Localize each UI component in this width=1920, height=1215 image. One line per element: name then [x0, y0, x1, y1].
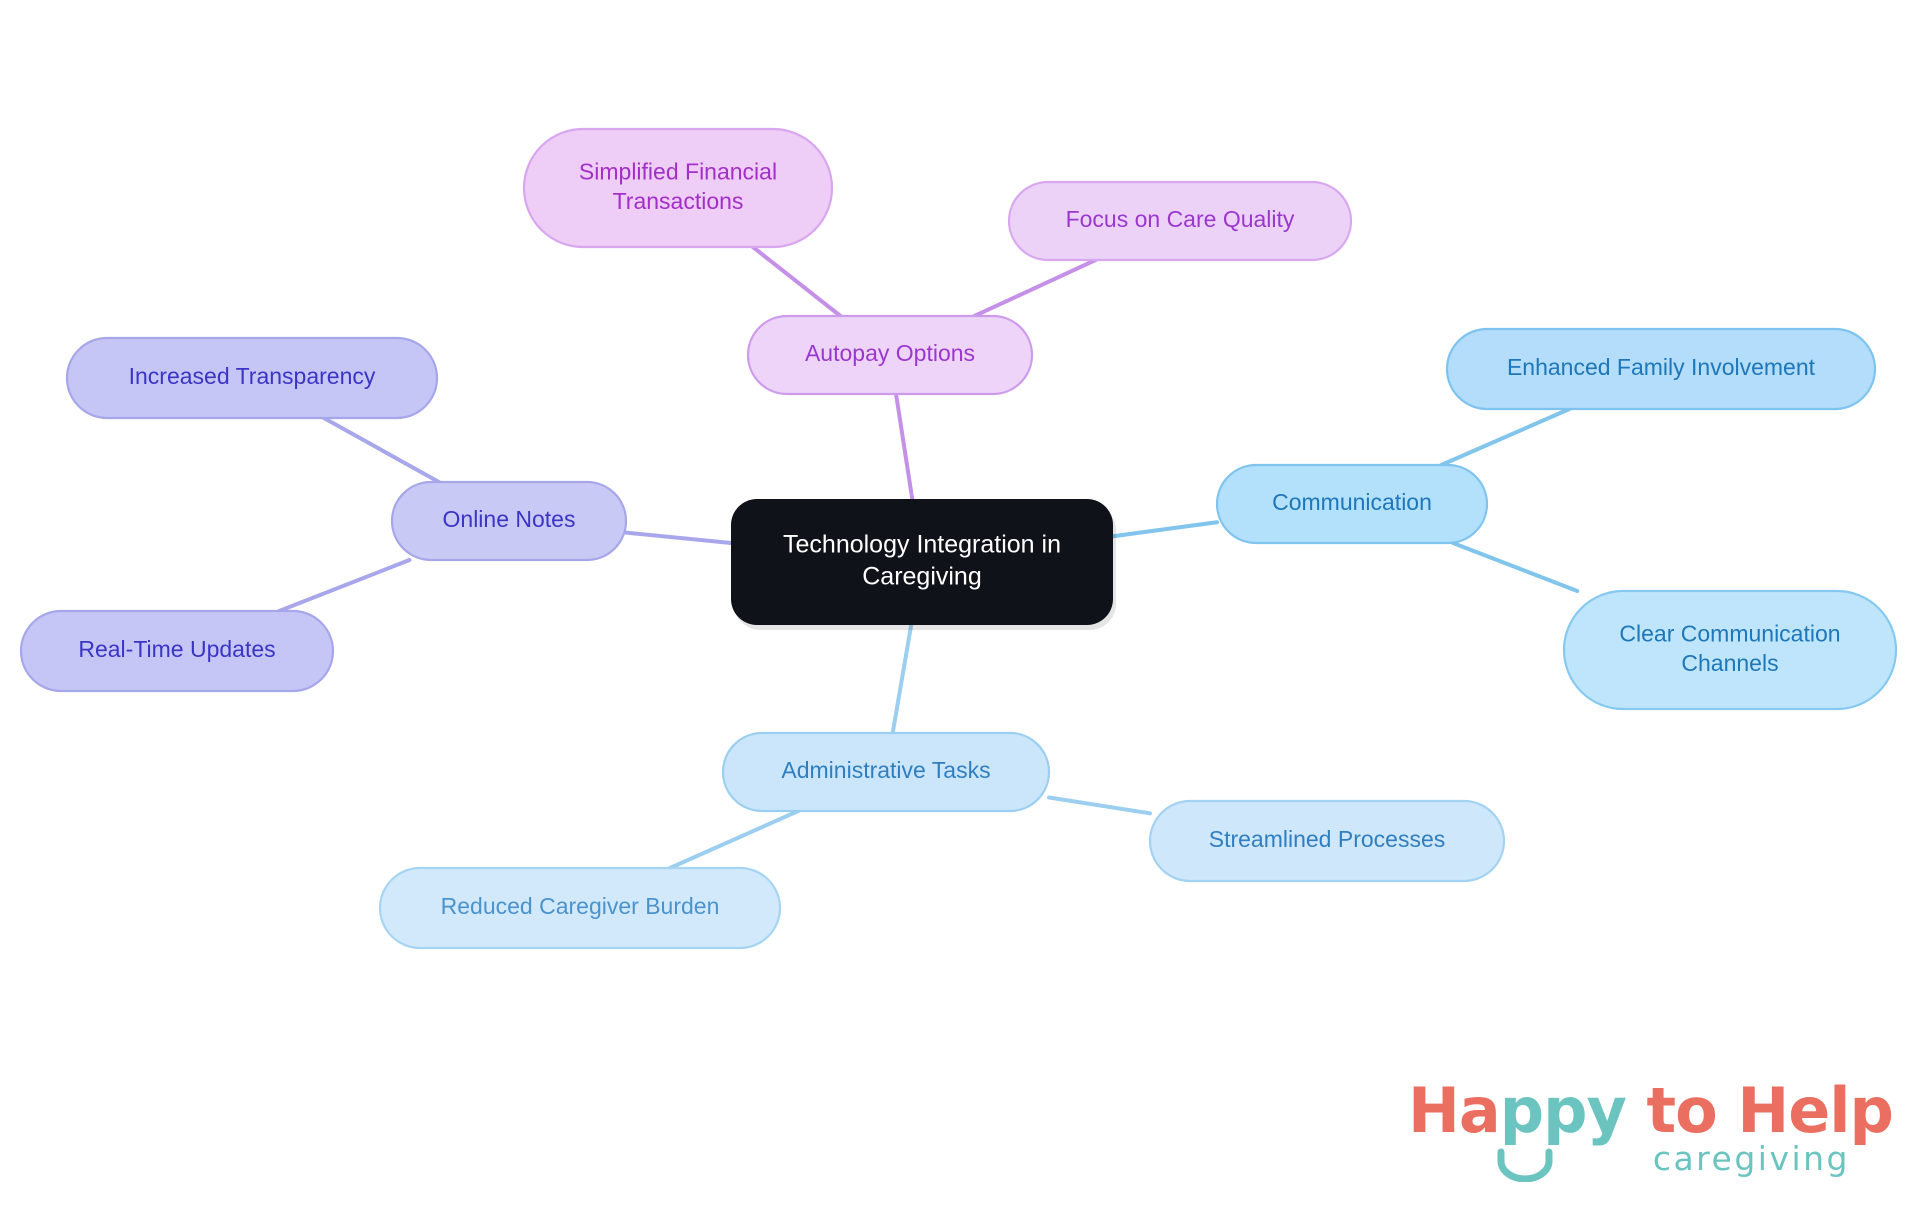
connector-line — [321, 416, 441, 484]
connector-line — [1047, 795, 1152, 816]
node-label-clear-communication-channels: Clear Communication — [1619, 620, 1840, 646]
logo-to-help: to Help — [1625, 1074, 1894, 1147]
connector-line — [1439, 407, 1572, 467]
node-real-time-updates[interactable]: Real-Time Updates — [19, 609, 335, 693]
node-label-online-notes: Online Notes — [443, 506, 576, 532]
node-communication[interactable]: Communication — [1215, 463, 1489, 545]
logo-happy-middle: ppy — [1499, 1074, 1627, 1147]
nodes-layer: Technology Integration in Caregiving Autop… — [19, 127, 1898, 950]
node-streamlined-processes[interactable]: Streamlined Processes — [1148, 799, 1506, 883]
brand-logo: Happy to Help caregiving — [1408, 1080, 1894, 1205]
node-shape-reduced-caregiver-burden[interactable] — [378, 866, 782, 950]
connector-line — [277, 558, 412, 613]
node-label-real-time-updates: Real-Time Updates — [78, 636, 275, 662]
logo-wordmark: Happy to Help — [1408, 1080, 1894, 1142]
node-shape-increased-transparency[interactable] — [65, 336, 439, 420]
node-shape-enhanced-family-involvement[interactable] — [1445, 327, 1877, 411]
node-shape-real-time-updates[interactable] — [19, 609, 335, 693]
node-increased-transparency[interactable]: Increased Transparency — [65, 336, 439, 420]
node-shape-online-notes[interactable] — [390, 480, 628, 562]
node-shape-communication[interactable] — [1215, 463, 1489, 545]
node-label-simplified-financial-transactions: Transactions — [613, 188, 744, 214]
logo-happy-prefix: Ha — [1408, 1074, 1501, 1147]
node-label-central: Technology Integration in — [783, 531, 1061, 559]
node-label-focus-on-care-quality: Focus on Care Quality — [1066, 206, 1295, 232]
node-label-communication: Communication — [1272, 489, 1432, 515]
node-central[interactable]: Technology Integration in Caregiving — [731, 499, 1113, 625]
node-shape-streamlined-processes[interactable] — [1148, 799, 1506, 883]
node-label-autopay-options: Autopay Options — [805, 340, 975, 366]
node-shape-central[interactable] — [731, 499, 1113, 625]
node-label-administrative-tasks: Administrative Tasks — [781, 757, 990, 783]
connector-line — [750, 245, 843, 318]
connector-line — [624, 530, 733, 546]
node-label-central: Caregiving — [862, 563, 982, 591]
connector-line — [1111, 520, 1219, 539]
node-online-notes[interactable]: Online Notes — [390, 480, 628, 562]
smile-arc-icon — [1497, 1148, 1553, 1182]
node-shape-clear-communication-channels[interactable] — [1562, 589, 1898, 711]
connector-line — [668, 809, 801, 870]
node-label-increased-transparency: Increased Transparency — [129, 363, 376, 389]
node-autopay-options[interactable]: Autopay Options — [746, 314, 1034, 396]
logo-subtitle: caregiving — [1652, 1139, 1850, 1178]
connector-line — [1450, 541, 1580, 593]
connector-line — [972, 258, 1098, 318]
node-reduced-caregiver-burden[interactable]: Reduced Caregiver Burden — [378, 866, 782, 950]
node-shape-focus-on-care-quality[interactable] — [1007, 180, 1353, 262]
connector-line — [890, 623, 914, 735]
node-enhanced-family-involvement[interactable]: Enhanced Family Involvement — [1445, 327, 1877, 411]
node-label-reduced-caregiver-burden: Reduced Caregiver Burden — [441, 893, 720, 919]
edges-layer — [277, 245, 1580, 870]
node-shape-administrative-tasks[interactable] — [721, 731, 1051, 813]
node-label-enhanced-family-involvement: Enhanced Family Involvement — [1507, 354, 1816, 380]
connector-line — [894, 392, 915, 501]
node-label-streamlined-processes: Streamlined Processes — [1209, 826, 1446, 852]
node-label-simplified-financial-transactions: Simplified Financial — [579, 158, 777, 184]
node-label-clear-communication-channels: Channels — [1681, 650, 1778, 676]
node-administrative-tasks[interactable]: Administrative Tasks — [721, 731, 1051, 813]
node-shape-simplified-financial-transactions[interactable] — [522, 127, 834, 249]
node-focus-on-care-quality[interactable]: Focus on Care Quality — [1007, 180, 1353, 262]
node-shape-autopay-options[interactable] — [746, 314, 1034, 396]
